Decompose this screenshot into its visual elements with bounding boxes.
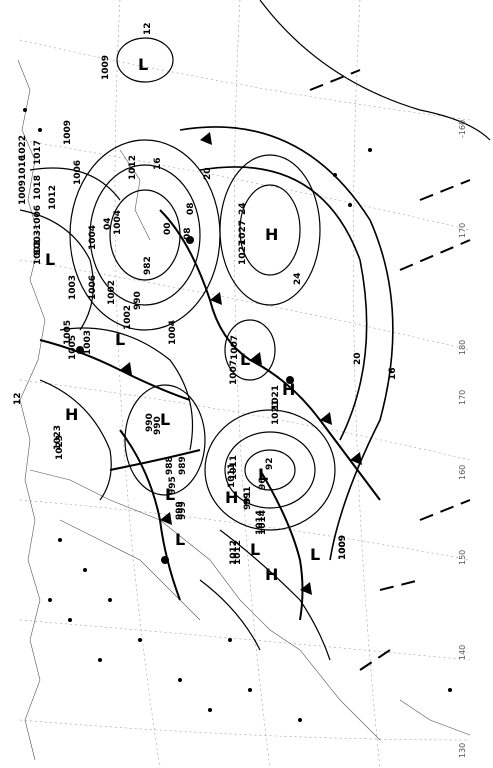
isobar-label: 00 <box>163 222 173 235</box>
isobar-label: 04 <box>103 217 113 230</box>
low-center: L <box>250 540 260 559</box>
isobar-label: 24 <box>293 272 303 285</box>
low-center: L <box>240 350 250 369</box>
isobar-label: 1003 <box>83 330 93 355</box>
high-center: H <box>265 225 278 244</box>
graticule <box>19 0 471 768</box>
isobar-label: 1006 <box>33 205 43 230</box>
isobar-label: 16 <box>388 367 398 380</box>
isobar-label: 92 <box>265 457 275 470</box>
isobar-label: 1003 <box>33 240 43 265</box>
isobar-label: 990 <box>153 416 163 435</box>
longitude-label: 140 <box>458 645 467 660</box>
isobar-label: 1005 <box>68 335 78 360</box>
high-center: H <box>225 488 238 507</box>
low-center: L <box>175 530 185 549</box>
isobar-label: 1009 <box>63 120 73 145</box>
isobar-label: 1009 <box>101 55 111 80</box>
troughs <box>309 69 471 671</box>
isobar-label: 96 <box>258 477 268 490</box>
isobar-label: 990 <box>133 291 143 310</box>
center-value: 991 <box>243 486 253 505</box>
center-value: 1011 <box>227 463 237 488</box>
fronts <box>39 132 381 621</box>
isobar-label: 1006 <box>88 275 98 300</box>
isobar-label: 1004 <box>113 210 123 235</box>
isobar-label: 1012 <box>233 540 243 565</box>
isobar-label: 1017 <box>33 140 43 165</box>
isobar-labels: 1009 12 1022 1017 1018 1012 1009 1006 10… <box>13 22 398 565</box>
longitude-label: 130 <box>458 743 467 758</box>
center-value: 1007 <box>229 360 239 385</box>
center-value: 990 <box>145 413 155 432</box>
low-center: L <box>45 250 55 269</box>
isobar-label: 989 <box>178 456 188 475</box>
low-center: L <box>160 410 170 429</box>
isobar-label: 1011 <box>229 455 239 480</box>
isobar-label: 1021 <box>271 385 281 410</box>
low-center: L <box>115 330 125 349</box>
longitude-label: 160 <box>458 465 467 480</box>
isobar-label: 20 <box>203 167 213 180</box>
high-center: H <box>65 405 78 424</box>
isobars <box>19 0 491 661</box>
longitude-label: 180 <box>458 340 467 355</box>
isobar-label: 1004 <box>88 225 98 250</box>
center-value: 1003 <box>33 230 43 255</box>
center-value: 995 <box>168 476 178 495</box>
isobar-label: 999 <box>178 501 188 520</box>
isobar-label: 1012 <box>48 185 58 210</box>
isobar-label: 1023 <box>53 425 63 450</box>
isobar-label: 16 <box>153 157 163 170</box>
isobar-label: 1006 <box>73 160 83 185</box>
isobar-label: 988 <box>165 456 175 475</box>
isobar-label: 1005 <box>63 320 73 345</box>
high-center: H <box>282 380 295 399</box>
isobar-label: 12 <box>143 22 153 35</box>
isobar-label: 1027 <box>238 220 248 245</box>
isobar-label: 1007 <box>230 335 240 360</box>
isobar-label: 982 <box>143 256 153 275</box>
isobar-label: 08 <box>186 202 196 215</box>
longitude-labels: -160 170 180 170 160 150 140 130 <box>458 120 467 758</box>
isobar-label: 1002 <box>123 305 133 330</box>
pressure-center-values: 990 1002 1003 1007 995 999 991 1012 1014… <box>33 230 348 565</box>
center-value: 999 <box>175 501 185 520</box>
isobar-label: 1022 <box>18 135 28 160</box>
high-center: H <box>265 565 278 584</box>
center-value: 1021 <box>271 400 281 425</box>
longitude-label: 170 <box>458 390 467 405</box>
isobar-label: 1018 <box>33 175 43 200</box>
isobar-label: 991 <box>243 491 253 510</box>
isobar-label: 1003 <box>68 275 78 300</box>
isobar-label: 1016 <box>18 155 28 180</box>
longitude-label: 150 <box>458 550 467 565</box>
isobar-label: 1014 <box>258 510 268 535</box>
longitude-label: 170 <box>458 223 467 238</box>
low-center: L <box>258 465 268 484</box>
center-value: 1027 <box>238 240 248 265</box>
longitude-label: -160 <box>458 120 467 138</box>
low-center: L <box>165 485 175 504</box>
center-value: 1002 <box>107 280 117 305</box>
isobar-label: 1009 <box>18 180 28 205</box>
station-plots <box>23 108 452 722</box>
center-value: 1012 <box>229 540 239 565</box>
center-value: 1023 <box>55 435 65 460</box>
isobar-label: 1004 <box>168 320 178 345</box>
isobar-label: 08 <box>183 227 193 240</box>
isobar-label: 1009 <box>338 535 348 560</box>
isobar-label: 1012 <box>128 155 138 180</box>
coastlines <box>17 59 471 761</box>
low-center: L <box>310 545 320 564</box>
center-value: 1009 <box>338 535 348 560</box>
isobar-label: 24 <box>238 202 248 215</box>
center-value: 1014 <box>255 510 265 535</box>
pressure-centers: L L L L L L L L L L H H H H H <box>45 55 320 584</box>
low-center: L <box>138 55 148 74</box>
isobar-label: 20 <box>353 352 363 365</box>
isobar-label: 12 <box>13 392 23 405</box>
